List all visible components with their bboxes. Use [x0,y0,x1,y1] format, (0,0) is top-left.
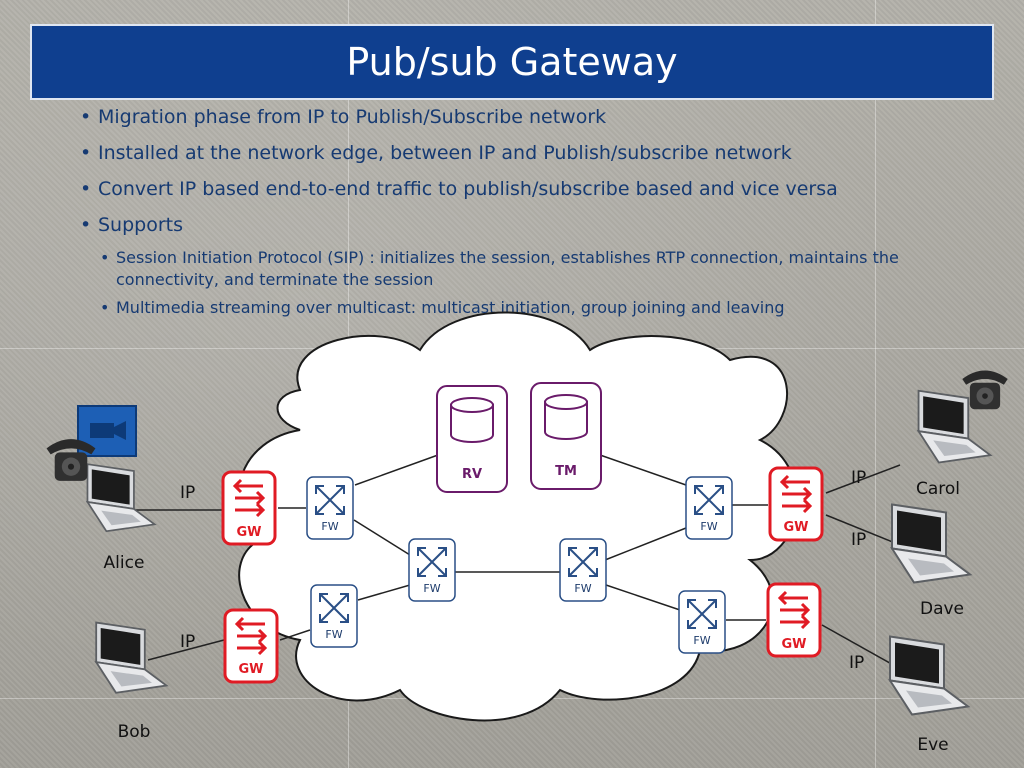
sub-bullet-item: Multimedia streaming over multicast: mul… [98,297,936,319]
firewall-node: FW [306,476,354,540]
user-label-bob: Bob [118,722,151,742]
rv-label: RV [462,467,482,482]
sub-bullet-item: Session Initiation Protocol (SIP) : init… [98,247,936,291]
fw-label: FW [325,628,342,641]
bullet-item: Installed at the network edge, between I… [78,139,978,167]
user-label-alice: Alice [104,553,145,573]
database-icon [544,401,588,440]
gateway-node: GW [223,608,279,684]
tm-label: TM [555,464,577,479]
gw-label: GW [781,637,806,652]
fw-label: FW [693,634,710,647]
fw-label: FW [321,520,338,533]
bullet-item: Migration phase from IP to Publish/Subsc… [78,103,978,131]
ip-label: IP [180,632,195,652]
bullet-list: Migration phase from IP to Publish/Subsc… [78,103,978,325]
gateway-node: GW [221,470,277,546]
network-links [120,454,921,681]
gateway-node: GW [768,466,824,542]
alice-laptop-icon [86,463,156,533]
dave-laptop-icon [890,503,972,584]
bullet-item: Supports [78,211,978,239]
gw-label: GW [238,662,263,677]
user-label-carol: Carol [916,479,960,499]
background-gridline [875,0,876,768]
database-icon [450,404,494,443]
gw-label: GW [236,525,261,540]
user-label-dave: Dave [920,599,964,619]
page-title: Pub/sub Gateway [346,40,678,84]
ip-label: IP [180,483,195,503]
gw-label: GW [783,520,808,535]
user-label-eve: Eve [917,735,948,755]
firewall-node: FW [559,538,607,602]
firewall-node: FW [408,538,456,602]
pubsub-network-cloud [238,311,798,722]
title-bar: Pub/sub Gateway [30,24,994,100]
firewall-node: FW [678,590,726,654]
ip-label: IP [849,653,864,673]
gateway-node: GW [766,582,822,658]
fw-label: FW [700,520,717,533]
ip-label: IP [851,530,866,550]
firewall-node: FW [685,476,733,540]
fw-label: FW [574,582,591,595]
firewall-node: FW [310,584,358,648]
ip-label: IP [851,468,866,488]
bullet-item: Convert IP based end-to-end traffic to p… [78,175,978,203]
eve-laptop-icon [888,635,970,716]
fw-label: FW [423,582,440,595]
